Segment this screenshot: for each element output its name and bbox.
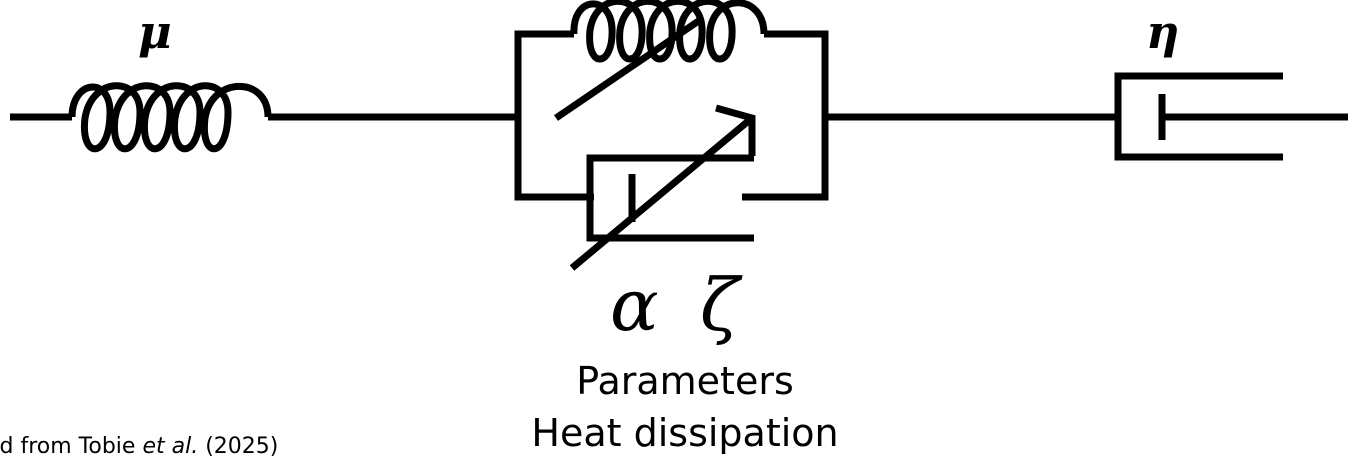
symbol-mu: μ <box>138 5 172 59</box>
parameters-label: Parameters <box>576 359 794 403</box>
symbol-zeta: ζ <box>700 263 743 347</box>
source-etal: et al. <box>142 434 199 459</box>
heat-dissipation-label: Heat dissipation <box>531 411 839 455</box>
source-prefix: ed from Tobie <box>0 434 143 459</box>
symbol-eta: η <box>1146 5 1179 59</box>
source-suffix: (2025) <box>198 434 279 459</box>
symbol-alpha: α <box>610 263 659 347</box>
source-citation: ed from Tobie et al. (2025) <box>0 436 278 458</box>
spring-variable-arrow <box>554 17 702 121</box>
dashpot-parallel-cylinder <box>586 154 754 242</box>
spring-variable <box>570 0 768 63</box>
dashpot-variable-arrow <box>569 115 755 271</box>
dashpot-variable-arrowhead <box>715 104 756 156</box>
parallel-frame-left <box>514 30 594 201</box>
dashpot-eta-cylinder <box>1114 72 1283 161</box>
spring-mu <box>68 82 272 153</box>
